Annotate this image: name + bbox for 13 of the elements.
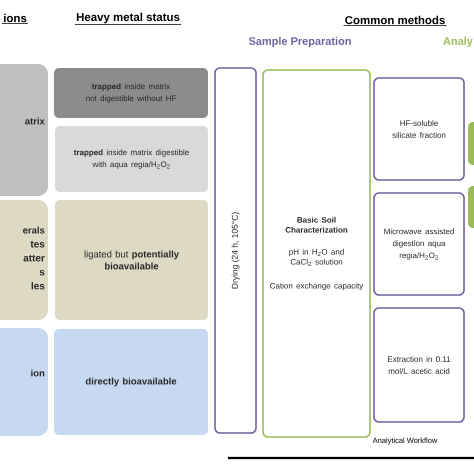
column-heading: Common methods bbox=[343, 16, 447, 26]
section-heading: Sample Preparation bbox=[248, 36, 351, 48]
section-heading: Analy bbox=[443, 36, 473, 48]
status-box: ligated but potentially bioavailable bbox=[55, 200, 208, 320]
category-box: atrix bbox=[0, 64, 48, 196]
preparation-box: Drying (24 h, 105°C) bbox=[214, 67, 257, 434]
column-heading: ions bbox=[2, 14, 28, 24]
method-box bbox=[468, 122, 474, 165]
column-heading: Heavy metal status bbox=[74, 12, 182, 25]
method-box bbox=[468, 186, 474, 228]
category-box: ion bbox=[0, 328, 48, 436]
status-box: directly bioavailable bbox=[54, 329, 208, 435]
category-box: erals tes atter s les bbox=[0, 200, 48, 320]
